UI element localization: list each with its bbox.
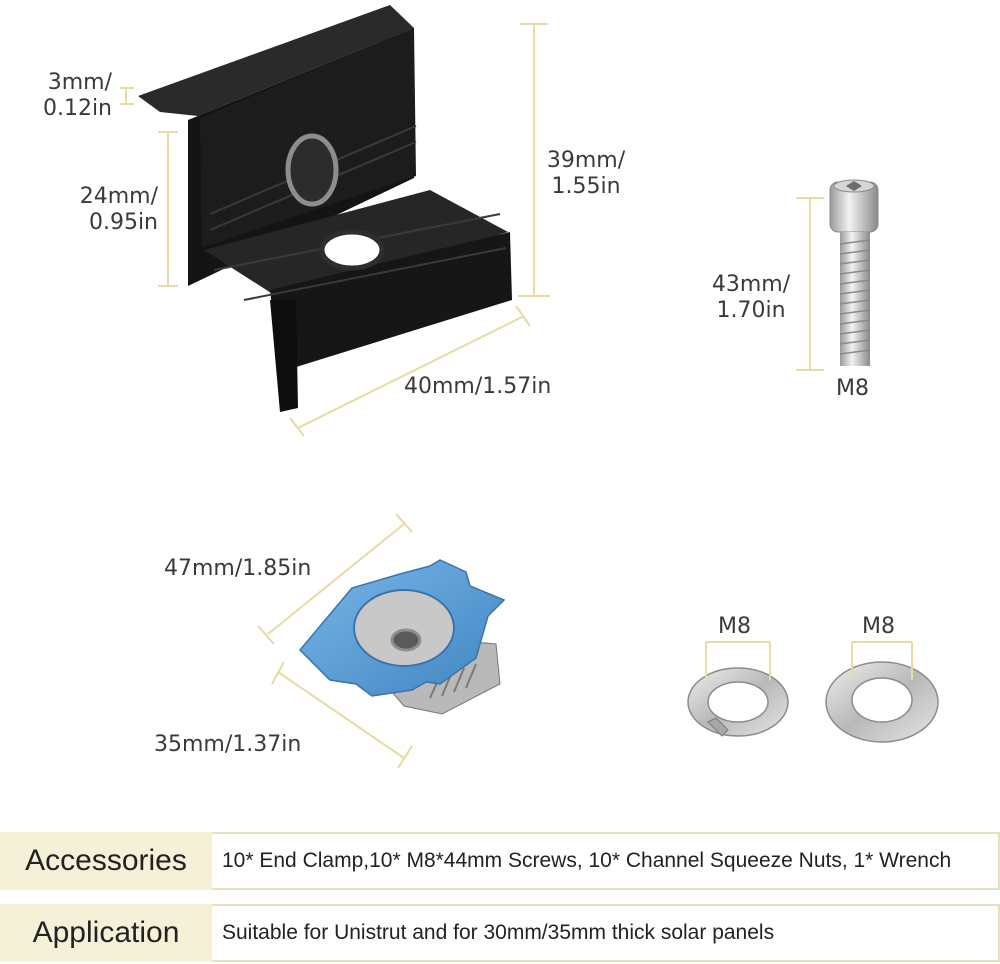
clamp-height-mm-label: 39mm/ (546, 148, 626, 173)
screw-length-mm-label: 43mm/ (711, 272, 791, 297)
flat-washer-size-label: M8 (862, 614, 895, 639)
spring-washer-size-label: M8 (718, 614, 751, 639)
bolt-dimension-line (796, 197, 824, 371)
spec-row-accessories: Accessories 10* End Clamp,10* M8*44mm Sc… (0, 832, 1000, 890)
spec-label: Application (0, 904, 212, 962)
product-drawings (120, 5, 939, 769)
m8-bolt (829, 179, 879, 366)
clamp-top-lip (138, 5, 414, 116)
nut-length-label: 47mm/1.85in (164, 556, 312, 581)
clamp-foot (270, 300, 298, 412)
spec-value: Suitable for Unistrut and for 30mm/35mm … (212, 904, 1000, 962)
end-clamp (138, 5, 512, 412)
washer-dimension-lines (705, 641, 913, 680)
nut-width-label: 35mm/1.37in (154, 732, 302, 757)
nut-dimension-lines (257, 513, 413, 769)
clamp-lip-mm-label: 3mm/ (47, 70, 112, 95)
nut-plate-opening (353, 589, 455, 667)
spec-value: 10* End Clamp,10* M8*44mm Screws, 10* Ch… (212, 832, 1000, 890)
spec-label: Accessories (0, 832, 212, 890)
flat-washer (825, 661, 939, 743)
clamp-dimension-lines (120, 23, 550, 437)
clamp-height-in-label: 1.55in (551, 174, 621, 199)
clamp-lower-face (270, 232, 512, 372)
clamp-inner-in-label: 0.95in (88, 210, 158, 235)
clamp-upper-hole (285, 133, 339, 207)
screw-thread-label: M8 (836, 376, 869, 401)
clamp-lip-in-label: 0.12in (42, 96, 112, 121)
screw-length-in-label: 1.70in (716, 298, 786, 323)
spec-row-application: Application Suitable for Unistrut and fo… (0, 904, 1000, 962)
spring-washer (687, 667, 789, 737)
clamp-lower-hole (319, 229, 385, 271)
clamp-length-label: 40mm/1.57in (404, 374, 552, 399)
nut-threaded-hole (390, 628, 422, 652)
channel-squeeze-nut (298, 559, 506, 715)
clamp-inner-mm-label: 24mm/ (79, 184, 158, 209)
